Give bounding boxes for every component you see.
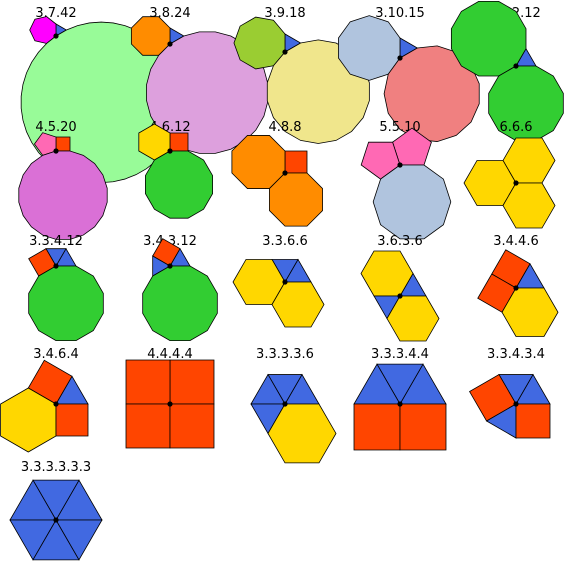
polygon-8-gon bbox=[130, 16, 171, 56]
polygon-6-gon bbox=[271, 281, 325, 328]
shared-vertex-dot bbox=[53, 263, 59, 269]
polygon-4-gon bbox=[169, 359, 215, 405]
polygon-20-gon bbox=[18, 150, 108, 240]
polygon-4-gon bbox=[284, 150, 308, 174]
vertex-config-4-4-4-4: 4.4.4.4 bbox=[125, 347, 215, 449]
config-label: 3.3.4.3.4 bbox=[487, 347, 545, 362]
config-label: 4.5.20 bbox=[35, 120, 76, 135]
vertex-config-4-5-20: 4.5.20 bbox=[18, 120, 108, 240]
config-label: 3.4.6.4 bbox=[33, 347, 78, 362]
shared-vertex-dot bbox=[282, 170, 288, 176]
polygon-4-gon bbox=[169, 132, 189, 152]
vertex-config-3-6-3-6: 3.6.3.6 bbox=[360, 234, 440, 342]
shared-vertex-dot bbox=[167, 148, 173, 154]
shared-vertex-dot bbox=[53, 33, 59, 39]
vertex-config-3-4-4-6: 3.4.4.6 bbox=[477, 234, 559, 337]
shared-vertex-dot bbox=[282, 401, 288, 407]
config-label: 4.8.8 bbox=[268, 120, 301, 135]
polygon-4-gon bbox=[55, 403, 89, 437]
shared-vertex-dot bbox=[513, 285, 519, 291]
config-label: 6.6.6 bbox=[499, 120, 532, 135]
config-label: 3.10.15 bbox=[375, 6, 425, 21]
vertex-config-3-12-12: 3.12.12 bbox=[450, 0, 564, 142]
shared-vertex-dot bbox=[167, 263, 173, 269]
config-label: 3.3.6.6 bbox=[262, 234, 307, 249]
polygon-4-gon bbox=[169, 403, 215, 449]
polygon-4-gon bbox=[125, 403, 171, 449]
polygon-12-gon bbox=[450, 0, 527, 77]
vertex-config-4-6-12: 4.6.12 bbox=[138, 120, 213, 219]
vertex-config-4-8-8: 4.8.8 bbox=[231, 120, 323, 227]
polygon-6-gon bbox=[501, 287, 559, 337]
vertex-config-3-8-24: 3.8.24 bbox=[130, 6, 269, 154]
vertex-config-3-3-4-3-4: 3.3.4.3.4 bbox=[469, 347, 551, 439]
config-label: 3.6.3.6 bbox=[377, 234, 422, 249]
shared-vertex-dot bbox=[397, 401, 403, 407]
vertex-config-3-3-4-12: 3.3.4.12 bbox=[28, 234, 104, 342]
vertex-config-3-10-15: 3.10.15 bbox=[338, 6, 480, 142]
polygon-8-gon bbox=[231, 135, 286, 189]
polygon-12-gon bbox=[142, 265, 218, 342]
polygon-4-gon bbox=[399, 403, 447, 451]
polygon-3-gon bbox=[55, 519, 103, 561]
shared-vertex-dot bbox=[53, 517, 59, 523]
vertex-config-3-3-6-6: 3.3.6.6 bbox=[232, 234, 325, 328]
config-label: 3.3.3.4.4 bbox=[371, 347, 429, 362]
shared-vertex-dot bbox=[397, 162, 403, 168]
config-label: 3.3.3.3.3.3 bbox=[21, 460, 91, 475]
shared-vertex-dot bbox=[513, 401, 519, 407]
polygon-10-gon bbox=[338, 15, 401, 81]
vertex-config-3-3-3-3-6: 3.3.3.3.6 bbox=[250, 347, 337, 464]
vertex-config-3-3-3-3-3-3: 3.3.3.3.3.3 bbox=[9, 460, 103, 561]
config-label: 3.9.18 bbox=[264, 6, 305, 21]
shared-vertex-dot bbox=[282, 49, 288, 55]
config-label: 3.3.3.3.6 bbox=[256, 347, 314, 362]
shared-vertex-dot bbox=[53, 148, 59, 154]
polygon-9-gon bbox=[233, 16, 286, 70]
vertex-config-6-6-6: 6.6.6 bbox=[463, 120, 556, 229]
shared-vertex-dot bbox=[397, 293, 403, 299]
polygon-4-gon bbox=[55, 136, 71, 152]
polygon-6-gon bbox=[502, 182, 556, 229]
polygon-7-gon bbox=[29, 16, 57, 44]
shared-vertex-dot bbox=[167, 401, 173, 407]
vertex-config-5-5-10: 5.5.10 bbox=[360, 120, 452, 240]
polygon-12-gon bbox=[145, 150, 213, 219]
polygon-12-gon bbox=[28, 265, 104, 342]
polygon-6-gon bbox=[386, 295, 440, 342]
polygon-6-gon bbox=[267, 403, 337, 464]
polygon-15-gon bbox=[383, 45, 480, 142]
polygon-8-gon bbox=[269, 172, 323, 227]
vertex-config-3-4-6-4: 3.4.6.4 bbox=[0, 347, 89, 453]
shared-vertex-dot bbox=[513, 63, 519, 69]
config-label: 4.4.4.4 bbox=[147, 347, 192, 362]
polygon-10-gon bbox=[372, 164, 452, 240]
vertex-config-3-4-3-12: 3.4.3.12 bbox=[142, 234, 218, 342]
polygon-4-gon bbox=[125, 359, 171, 405]
shared-vertex-dot bbox=[282, 279, 288, 285]
vertex-config-3-3-3-4-4: 3.3.3.4.4 bbox=[353, 347, 447, 451]
shared-vertex-dot bbox=[53, 401, 59, 407]
config-label: 3.3.4.12 bbox=[29, 234, 83, 249]
polygon-4-gon bbox=[515, 403, 551, 439]
shared-vertex-dot bbox=[167, 41, 173, 47]
polygon-4-gon bbox=[353, 403, 401, 451]
shared-vertex-dot bbox=[397, 55, 403, 61]
shared-vertex-dot bbox=[513, 180, 519, 186]
config-label: 3.4.4.6 bbox=[493, 234, 538, 249]
config-label: 3.4.3.12 bbox=[143, 234, 197, 249]
